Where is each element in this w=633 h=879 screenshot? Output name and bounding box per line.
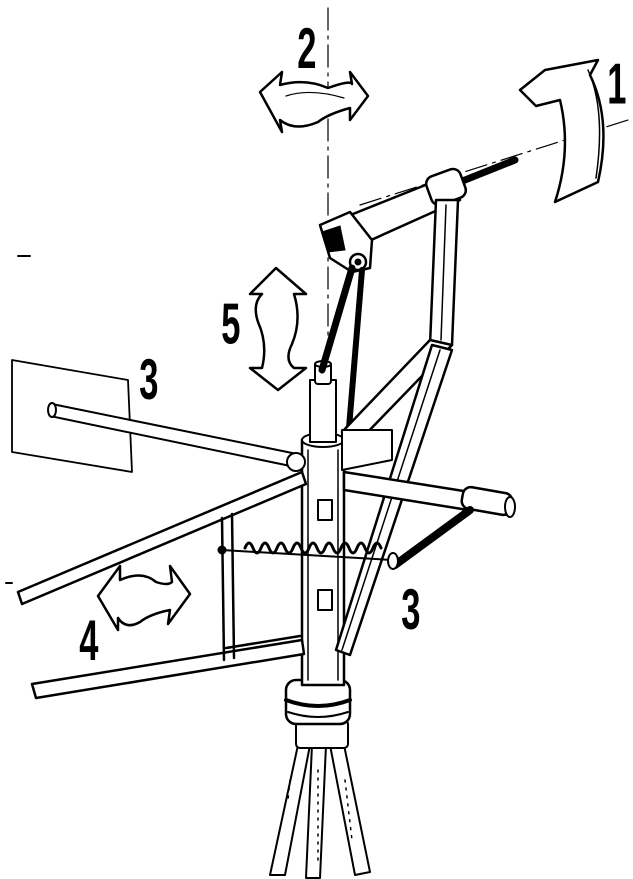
label-1: 1 [607,53,626,117]
labels: 1 2 3 3 4 5 [79,17,626,673]
horizontal-double-arrow-icon-lower [96,564,192,632]
label-2: 2 [297,17,316,81]
main-column [300,360,346,687]
tripod-base [269,744,371,879]
label-3-bottom: 3 [401,578,420,642]
label-5: 5 [221,293,240,357]
curved-rotation-arrow-icon [518,58,605,204]
right-rod [342,470,516,569]
spring [217,541,399,570]
base-collar [284,678,352,749]
vertical-double-arrow-icon [248,266,308,392]
lower-frame [16,470,308,700]
horizontal-double-arrow-icon [258,70,370,134]
label-4: 4 [79,609,99,673]
left-panel [11,359,306,473]
upper-head [318,156,519,657]
label-3-top: 3 [139,348,158,412]
